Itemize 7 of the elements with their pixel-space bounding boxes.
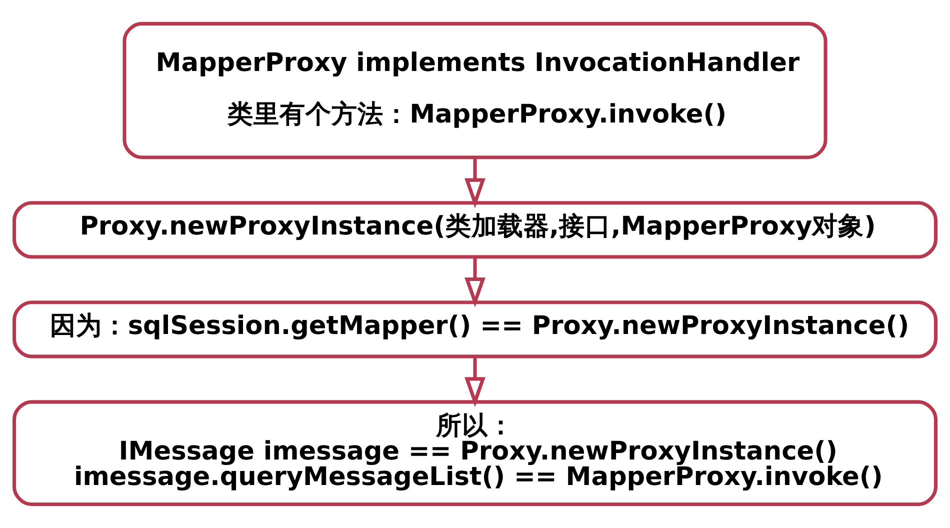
node-box: 所以： IMessage imessage == Proxy.newProxyInstance() imessage.queryMessageList() == MapperProxy.invoke() (12, 400, 938, 506)
arrow (464, 356, 486, 408)
node-box: 因为：sqlSession.getMapper() == Proxy.newProxyInstance() (12, 300, 938, 358)
arrow (464, 257, 486, 308)
node-box: MapperProxy implements InvocationHandler 类里有个方法：MapperProxy.invoke() (122, 22, 828, 160)
arrow (464, 157, 486, 208)
node-box: Proxy.newProxyInstance(类加载器,接口,MapperProxy对象) (12, 201, 938, 259)
